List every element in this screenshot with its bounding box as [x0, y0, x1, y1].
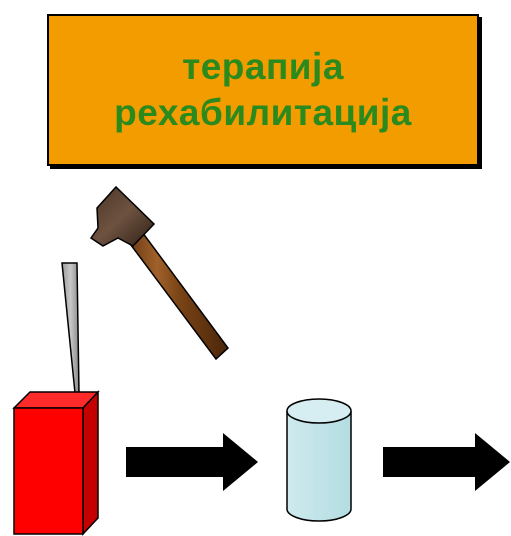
title-box: терапија рехабилитација	[47, 14, 479, 166]
hammer-icon	[89, 185, 230, 361]
block-side-face	[82, 390, 99, 536]
arrow-right-icon	[126, 433, 258, 491]
cuboid-icon	[12, 390, 100, 536]
block-front-face	[13, 407, 84, 535]
title-line-1: терапија	[182, 46, 344, 87]
arrow-right-icon	[383, 433, 510, 491]
cylinder-body	[286, 411, 352, 522]
cylinder-icon	[286, 398, 352, 522]
title-line-2: рехабилитација	[114, 92, 412, 133]
hammer-head	[89, 185, 156, 247]
chisel-icon	[61, 262, 80, 394]
cylinder-top	[286, 398, 352, 424]
